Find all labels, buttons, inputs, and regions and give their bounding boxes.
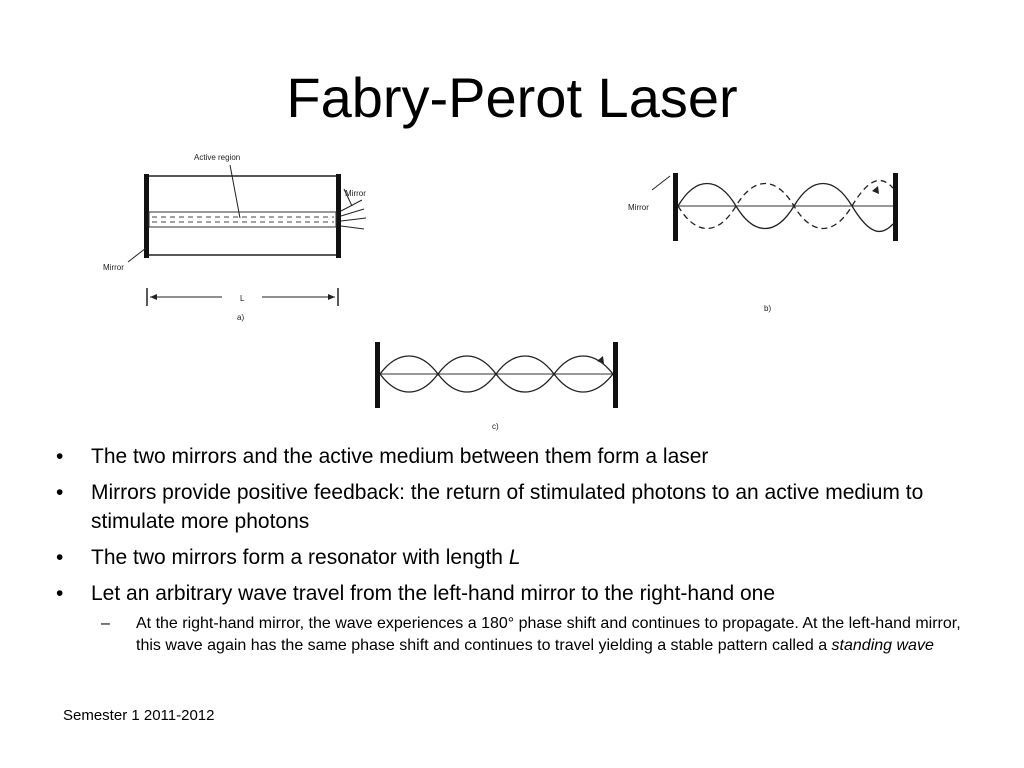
panel-b-label: b) [764,304,771,313]
bullet-text: The two mirrors and the active medium be… [91,445,709,468]
panel-c: c) [375,342,618,431]
bullet-emphasis: L [508,546,521,569]
bullet-text: The two mirrors form a resonator with le… [91,546,509,569]
sub-bullet-marker: – [101,615,110,632]
panel-b: Mirror b) [628,173,898,313]
panel-a: Active region Mirror Mirror L a) [103,153,366,322]
wave-b-solid [677,182,894,233]
bullet-marker: • [56,481,64,504]
left-mirror-a [144,174,149,258]
sub-bullet-text: At the right-hand mirror, the wave exper… [136,615,961,654]
bullet-list: • The two mirrors and the active medium … [56,442,976,657]
mirror-label-b: Mirror [628,203,649,212]
slide-footer: Semester 1 2011-2012 [63,707,215,724]
active-region [148,211,337,228]
bullet-marker: • [56,546,64,569]
mirror-left-label-a: Mirror [103,263,124,272]
panel-c-label: c) [492,422,499,431]
wave-c-lower [379,372,614,393]
sub-bullet-emphasis: standing wave [831,637,934,654]
bullet-text: Mirrors provide positive feedback: the r… [91,481,924,533]
bullet-item: • Let an arbitrary wave travel from the … [56,579,976,608]
bullet-text: Let an arbitrary wave travel from the le… [91,582,775,605]
bullet-item: • Mirrors provide positive feedback: the… [56,478,976,536]
right-mirror-c [613,342,618,408]
wave-b-dashed [677,179,894,230]
active-region-label: Active region [194,153,240,162]
right-mirror-a [336,174,341,258]
bullet-item: • The two mirrors and the active medium … [56,442,976,471]
slide-title: Fabry-Perot Laser [286,66,738,129]
left-mirror-b [673,173,678,241]
right-mirror-b [893,173,898,241]
wave-c-upper [379,355,614,376]
fabry-perot-diagram: Active region Mirror Mirror L a) Mirror … [103,153,898,431]
bullet-item: • The two mirrors form a resonator with … [56,543,976,572]
mirror-right-label-a: Mirror [345,189,366,198]
bullet-marker: • [56,582,64,605]
panel-a-label: a) [237,313,244,322]
bullet-marker: • [56,445,64,468]
length-label: L [240,294,245,303]
left-mirror-c [375,342,380,408]
sub-bullet-item: – At the right-hand mirror, the wave exp… [56,613,976,657]
